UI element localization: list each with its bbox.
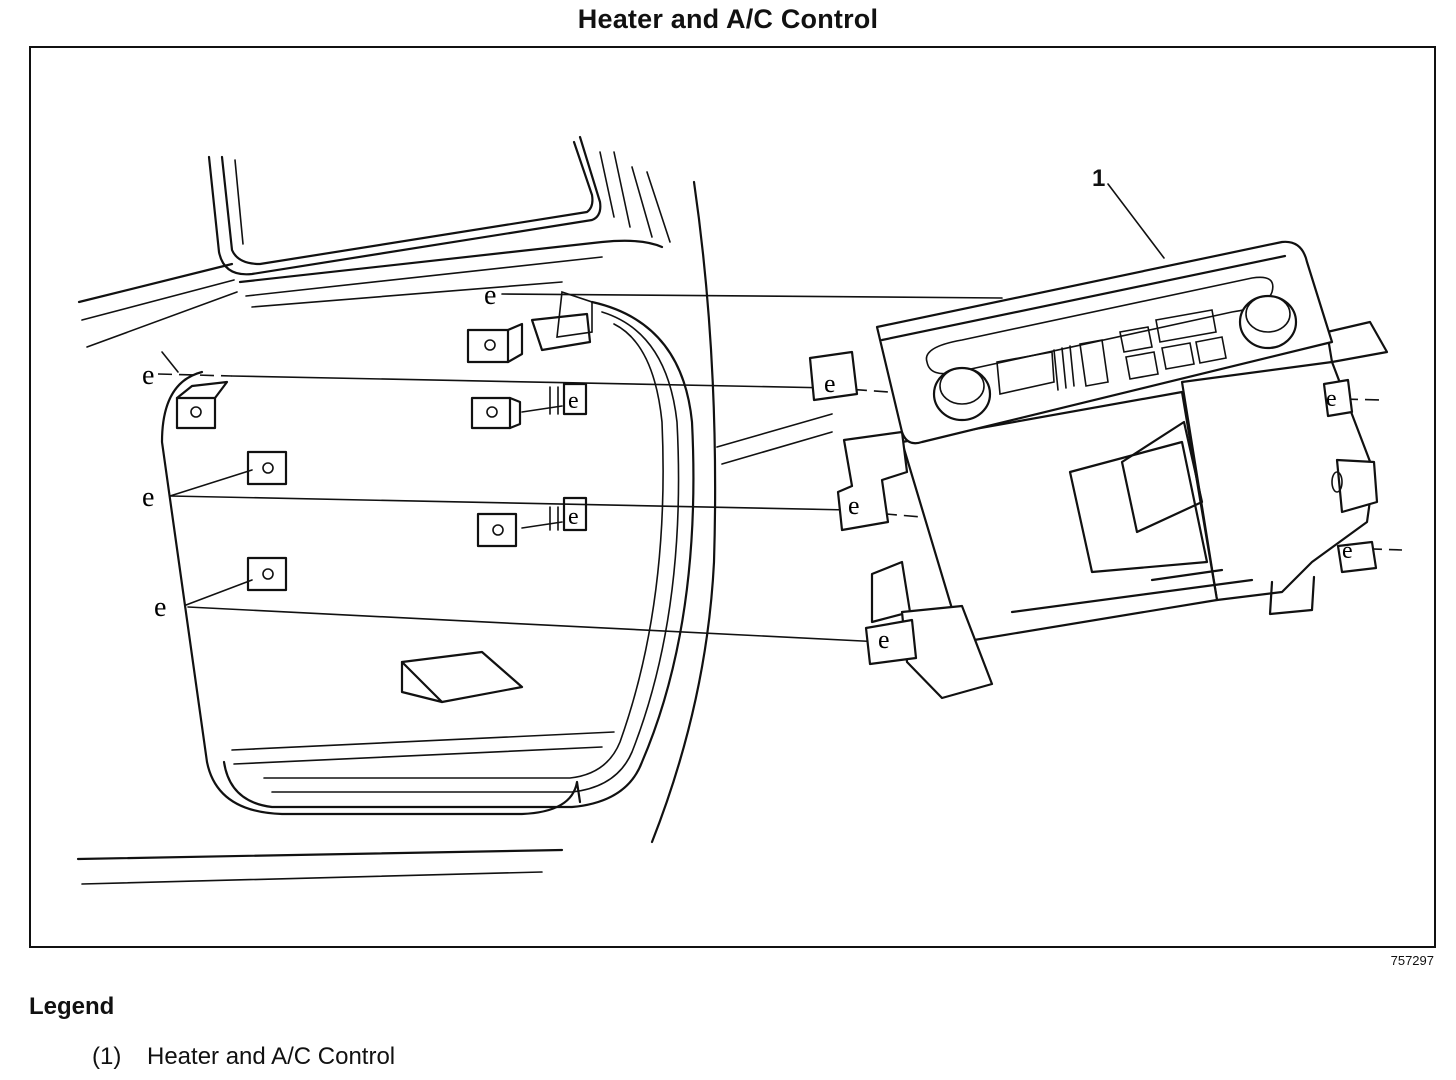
diagram-illustration: e e e e e e [76, 135, 1403, 885]
hvac-control-unit: e e e e e [808, 240, 1389, 700]
clip-icon [466, 322, 524, 364]
clip-icon: e [484, 280, 496, 311]
clip-icon: e [568, 388, 579, 414]
clip-icon [246, 450, 288, 486]
clip-icon: e [824, 369, 836, 398]
legend-item-text: Heater and A/C Control [147, 1043, 396, 1070]
clip-icon [470, 396, 522, 430]
clip-icon: e [1342, 538, 1353, 564]
clip-icon: e [848, 491, 860, 520]
dash-opening [76, 290, 695, 885]
legend-item-number: (1) [92, 1043, 122, 1070]
figure-id: 757297 [1390, 953, 1434, 968]
legend-item: (1) Heater and A/C Control [92, 1043, 395, 1071]
clip-icon [476, 512, 518, 548]
diagram-frame: e e e e e e [29, 46, 1436, 948]
legend-heading: Legend [29, 993, 115, 1020]
clip-icon: e [1326, 386, 1337, 412]
clip-icon: e [568, 504, 579, 530]
fasteners-left: e e e e e e [142, 280, 579, 623]
clip-icon: e [142, 482, 154, 513]
knob-icon [932, 366, 992, 422]
dash-outline [77, 135, 833, 844]
clip-icon [246, 556, 288, 592]
knob-icon [1238, 294, 1298, 350]
diagram-title: Heater and A/C Control [577, 4, 879, 34]
clip-icon: e [142, 360, 154, 391]
clip-icon: e [154, 592, 166, 623]
clip-icon: e [878, 625, 890, 654]
clip-icon [175, 380, 229, 430]
dash-clips [175, 312, 592, 592]
callout-label: 1 [1092, 165, 1105, 192]
callout-1: 1 [1092, 165, 1165, 259]
